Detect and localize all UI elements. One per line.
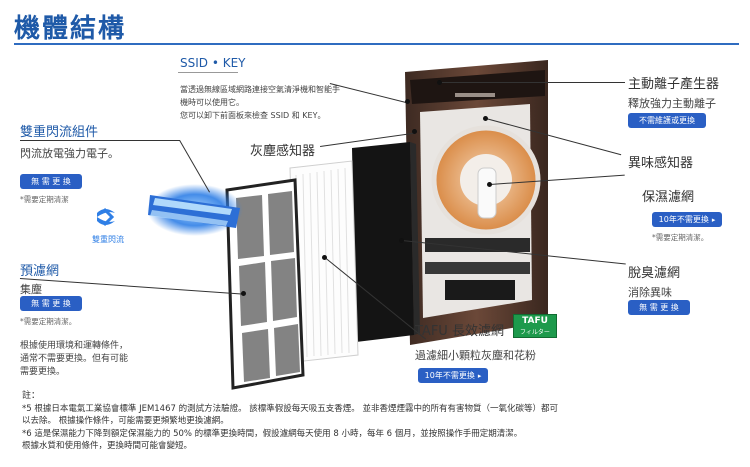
footnote-line: 根據水質和使用條件，更換時間可能會變短。 [22, 441, 193, 451]
double-flow-note: *需要定期清潔 [20, 195, 69, 204]
ssid-underline [178, 72, 238, 73]
double-flow-desc: 閃流放電強力電子。 [20, 147, 119, 160]
ssid-heading: SSID • KEY [180, 56, 246, 70]
humid-filter-badge: 10年不需更換 [652, 212, 722, 227]
fan-wheel [431, 125, 541, 235]
title-divider [14, 43, 739, 45]
footnote-line: 以去除。 根據操作條件，可能需要更頻繁地更換濾網。 [22, 416, 229, 426]
deodor-filter-heading: 脫臭濾網 [628, 266, 681, 281]
pre-filter-extra-3: 需要更換。 [20, 367, 66, 377]
leader-dot [241, 291, 246, 296]
pre-filter-grid [225, 178, 305, 390]
pre-filter-badge: 無 需 更 換 [20, 296, 82, 311]
leader-dot [437, 80, 442, 85]
ssid-desc-3: 您可以卸下前面板來檢查 SSID 和 KEY。 [180, 111, 326, 120]
tafu-filter-badge: 10年不需更換 [418, 368, 488, 383]
footnote-line: *5 根據日本電氣工業協會標準 JEM1467 的測試方法驗證。 該標準假設每天… [22, 403, 559, 414]
tafu-logo-sub: フィルター [520, 329, 550, 336]
ion-generator-badge: 不需維護或更換 [628, 113, 706, 128]
ssid-desc-1: 當透過無線區域網路連接空氣清淨機和智能手 [180, 85, 340, 94]
page-title: 機體結構 [14, 14, 127, 44]
ssid-desc-2: 機時可以使用它。 [180, 98, 244, 107]
double-flow-logo-mark [97, 207, 115, 227]
deodor-filter-desc: 消除異味 [628, 286, 672, 299]
odor-sensor-heading: 異味感知器 [628, 156, 694, 171]
main-unit [405, 60, 548, 345]
leader-dot [412, 129, 417, 134]
humid-filter-note: *需要定期清潔。 [652, 233, 709, 242]
deodorizing-filter [352, 142, 420, 342]
pre-filter-heading: 預濾網 [20, 264, 60, 279]
leader-dot [405, 99, 410, 104]
tafu-hepa-filter [289, 160, 359, 363]
pre-filter-desc: 集塵 [20, 283, 42, 296]
double-flow-heading: 雙重閃流組件 [20, 125, 99, 140]
footnotes: 註： *5 根據日本電氣工業協會標準 JEM1467 的測試方法驗證。 該標準假… [22, 390, 558, 453]
pre-filter-extra-1: 根據使用環境和運轉條件， [20, 341, 129, 351]
tafu-logo-main: TAFU [522, 316, 548, 326]
ion-generator-heading: 主動離子產生器 [628, 77, 720, 92]
tafu-logo: TAFU フィルター [513, 314, 557, 338]
leader-ion [440, 82, 625, 83]
dust-sensor-heading: 灰塵感知器 [250, 144, 316, 159]
tafu-filter-heading: TAFU 長效濾網 [415, 324, 504, 339]
double-flow-glow [147, 184, 243, 236]
leader-doubleflow [20, 140, 180, 141]
leader-dot [483, 116, 488, 121]
tafu-filter-desc: 過濾細小顆粒灰塵和花粉 [415, 349, 536, 362]
leader-dot [399, 238, 404, 243]
leader-dot [322, 255, 327, 260]
footnotes-label: 註： [22, 391, 41, 401]
pre-filter-extra-2: 通常不需要更換。但有可能 [20, 354, 129, 364]
humid-filter-heading: 保濕濾網 [642, 190, 695, 205]
footnote-line: *6 這是保濕能力下降到額定保濕能力的 50% 的標準更換時間，假設濾網每天使用… [22, 428, 523, 439]
ion-generator-desc: 釋放強力主動離子 [628, 97, 716, 110]
double-flow-badge: 無 需 更 換 [20, 174, 82, 189]
deodor-filter-badge: 無 需 更 換 [628, 300, 690, 315]
pre-filter-note: *需要定期清潔。 [20, 317, 77, 326]
double-flow-logo-text: 雙重閃流 [92, 235, 124, 244]
leader-dot [487, 182, 492, 187]
